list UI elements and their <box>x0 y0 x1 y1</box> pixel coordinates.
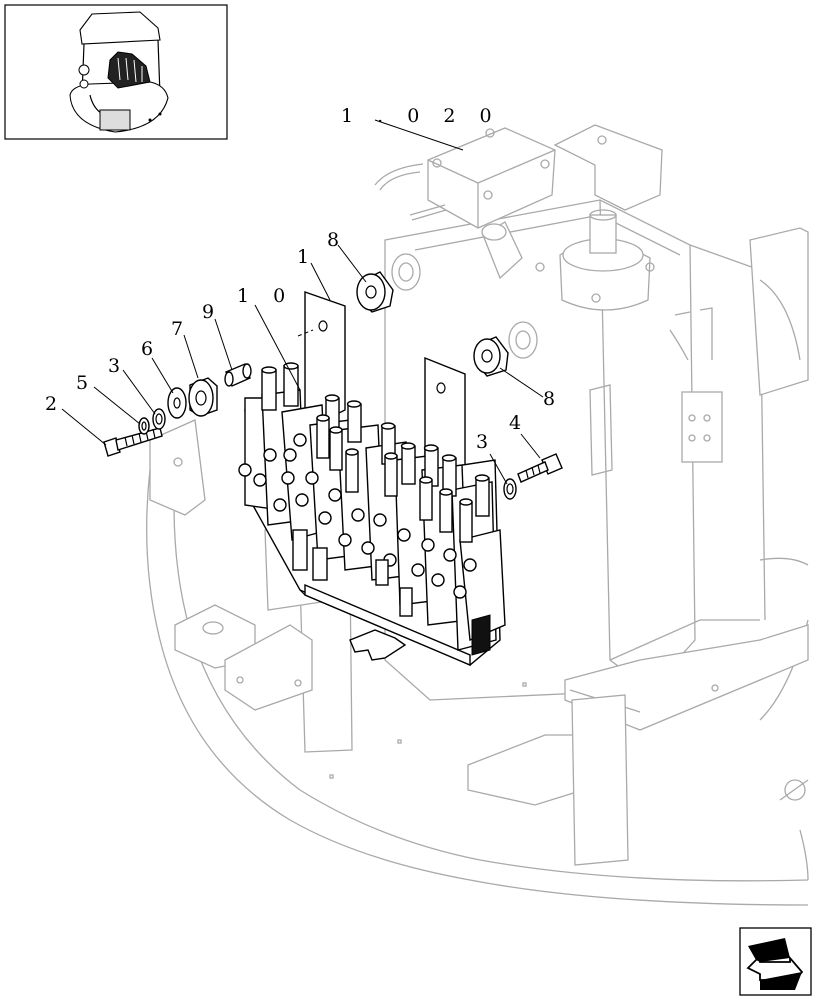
next-page-arrow-icon[interactable] <box>739 927 812 996</box>
washer-6 <box>167 387 187 419</box>
callout-4: 4 <box>509 412 521 434</box>
bolt-4 <box>517 453 563 483</box>
callout-labels: 1 . 0 2 0 1 2 3 3 4 5 6 7 8 8 9 1 0 <box>45 105 555 453</box>
callout-3-left: 3 <box>108 355 120 377</box>
collar-9 <box>224 363 252 387</box>
valve-spools <box>261 362 490 543</box>
valve-lower-spools <box>292 529 413 617</box>
rubber-mount-8-top <box>356 271 394 313</box>
callout-6: 6 <box>141 338 153 360</box>
callout-8-right: 8 <box>543 388 555 410</box>
callout-5: 5 <box>76 372 88 394</box>
callout-7: 7 <box>171 318 183 340</box>
rubber-mount-8-right <box>473 336 509 377</box>
washer-5 <box>138 417 150 435</box>
reference-label: 1 . 0 2 0 <box>341 105 501 127</box>
callout-1: 1 <box>297 246 309 268</box>
callout-8-top: 8 <box>327 229 339 251</box>
leader-lines <box>61 119 544 485</box>
damper-7 <box>188 377 218 417</box>
valve-port-fittings <box>238 433 477 599</box>
bolt-2 <box>103 427 163 457</box>
callout-3-right: 3 <box>476 431 488 453</box>
control-valve-assembly <box>238 362 506 667</box>
callout-9: 9 <box>202 301 214 323</box>
callout-2: 2 <box>45 393 57 415</box>
washer-3-left <box>152 408 166 430</box>
callout-10: 1 0 <box>237 285 294 307</box>
mounting-bracket <box>297 291 466 661</box>
machine-overview-thumbnail <box>4 4 228 140</box>
